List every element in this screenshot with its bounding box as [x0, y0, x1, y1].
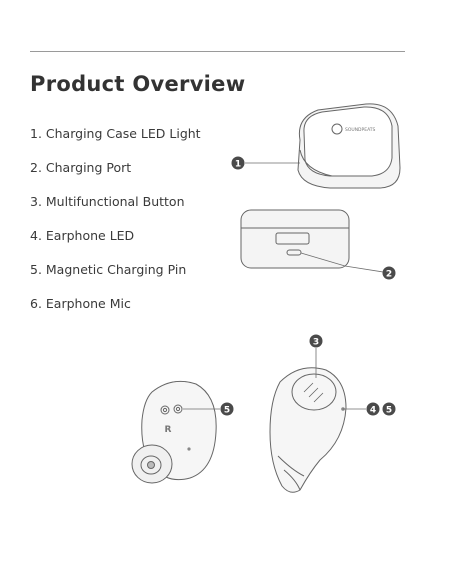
- svg-text:2: 2: [386, 269, 392, 279]
- earbud-side-letter: R: [165, 425, 172, 435]
- case-brand-text: SOUNDPEATS: [345, 127, 376, 133]
- earbud-back-view: [132, 381, 216, 483]
- callout-5-right-marker: 5: [383, 403, 396, 416]
- callout-2-marker: 2: [383, 267, 396, 280]
- earphone-mic-hole: [187, 447, 190, 450]
- earbud-front-view: [270, 368, 346, 493]
- svg-text:1: 1: [235, 159, 241, 169]
- svg-text:5: 5: [386, 405, 392, 415]
- svg-text:4: 4: [370, 405, 376, 415]
- charging-case-top-view: [298, 104, 400, 188]
- callout-1-marker: 1: [232, 157, 245, 170]
- svg-text:5: 5: [224, 405, 230, 415]
- charging-case-front-view: [241, 210, 349, 268]
- callout-3-marker: 3: [310, 335, 323, 348]
- callout-4-marker: 4: [367, 403, 380, 416]
- svg-text:3: 3: [313, 337, 319, 347]
- callout-5-left-marker: 5: [221, 403, 234, 416]
